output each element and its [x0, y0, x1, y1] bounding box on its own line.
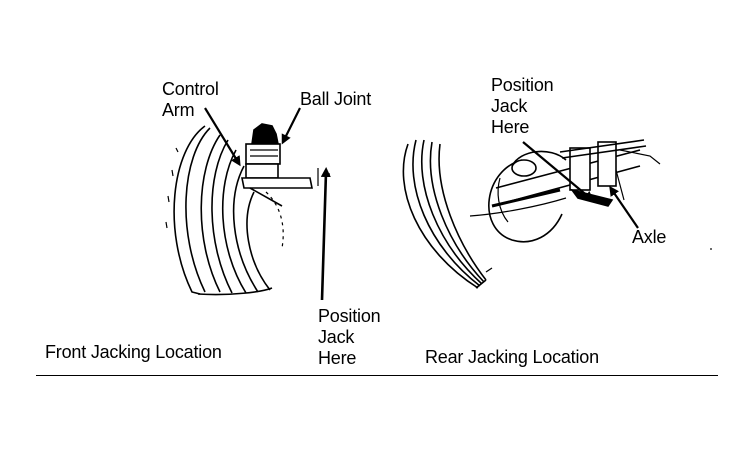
control-arm-label: Control Arm — [162, 79, 219, 121]
axle-label: Axle — [632, 227, 666, 248]
rear-tire — [402, 139, 563, 289]
rear-jack-label-line3: Here — [491, 117, 530, 137]
front-suspension — [241, 123, 330, 207]
front-jack-arrow — [320, 167, 331, 301]
front-jacking-caption: Front Jacking Location — [45, 342, 222, 363]
rear-jack-arrow — [522, 141, 594, 202]
stray-dot — [710, 248, 712, 250]
front-jack-position-label: Position Jack Here — [318, 306, 381, 369]
control-arm-arrow — [204, 107, 241, 167]
axle-arrow — [609, 185, 639, 229]
rear-jacking-caption-text: Rear Jacking Location — [425, 347, 599, 367]
control-arm-label-line2: Arm — [162, 100, 195, 120]
ball-joint-arrow — [281, 107, 301, 145]
rear-jacking-caption: Rear Jacking Location — [425, 347, 599, 368]
axle-label-text: Axle — [632, 227, 667, 247]
rear-jack-position-label: Position Jack Here — [491, 75, 554, 138]
rear-jack-label-line2: Jack — [491, 96, 528, 116]
control-arm-label-line1: Control — [162, 79, 219, 99]
front-jack-label-line1: Position — [318, 306, 381, 326]
front-jack-label-line2: Jack — [318, 327, 355, 347]
bottom-divider — [36, 375, 718, 376]
front-jack-label-line3: Here — [318, 348, 357, 368]
ball-joint-label: Ball Joint — [300, 89, 371, 110]
front-tire — [165, 125, 284, 296]
rear-jack-label-line1: Position — [491, 75, 554, 95]
ball-joint-label-text: Ball Joint — [300, 89, 372, 109]
rear-axle-assembly — [469, 139, 661, 217]
front-jacking-caption-text: Front Jacking Location — [45, 342, 222, 362]
